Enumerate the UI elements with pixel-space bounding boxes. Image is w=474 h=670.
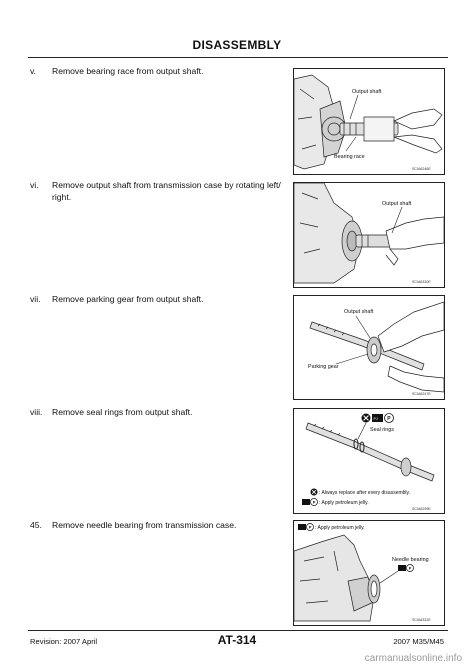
figure-parking-gear-removal: Output shaft Parking gear SCIA6247E [293, 295, 445, 400]
step-text: Remove output shaft from transmission ca… [52, 180, 281, 190]
step-viii: viii. Remove seal rings from output shaft… [30, 407, 292, 419]
figure-id: SCIA6299E [412, 507, 431, 511]
step-text: Remove parking gear from output shaft. [52, 294, 204, 304]
step-number: vii. [30, 294, 41, 304]
leader-line [345, 136, 357, 152]
legend-petroleum-row: P : Apply petroleum jelly. [302, 498, 369, 506]
parking-gear-illustration [366, 336, 382, 364]
needle-bearing-illustration [367, 574, 381, 604]
transmission-case-illustration [294, 183, 363, 284]
label-output-shaft: Output shaft [382, 201, 412, 207]
step-number: vi. [30, 180, 39, 190]
figure-id: SCIA6247E [412, 392, 431, 396]
leader-line [355, 315, 371, 339]
watermark: carmanualsonline.info [364, 653, 462, 664]
petroleum-jelly-icon: PJ P [372, 413, 394, 423]
step-text: Remove needle bearing from transmission … [52, 520, 237, 530]
svg-text:P: P [387, 416, 391, 422]
page-title: DISASSEMBLY [192, 38, 282, 52]
step-v: v. Remove bearing race from output shaft. [30, 66, 292, 78]
step-number: viii. [30, 407, 43, 417]
revision-date: Revision: 2007 April [30, 637, 98, 646]
figure-output-shaft-removal: Output shaft SCIA6330E [293, 182, 445, 288]
svg-text:PJ: PJ [374, 417, 378, 421]
bearing-puller-illustration [363, 108, 443, 154]
step-number: v. [30, 66, 37, 76]
figure-bearing-race-removal: Output shaft Bearing race SCIA6246E [293, 68, 445, 175]
step-45: 45. Remove needle bearing from transmissi… [30, 520, 292, 532]
figure-id: SCIA6330E [412, 280, 431, 284]
header-divider [28, 57, 448, 58]
legend-replace-text: : Always replace after every disassembly… [319, 490, 410, 496]
label-bearing-race: Bearing race [334, 154, 365, 160]
legend-petroleum-text: : Apply petroleum jelly. [319, 500, 369, 506]
hand-illustration [385, 216, 444, 266]
petroleum-jelly-icon: P [398, 564, 414, 572]
svg-text:P: P [313, 500, 316, 505]
leader-line [391, 206, 403, 234]
step-vii: vii. Remove parking gear from output shaf… [30, 294, 292, 306]
step-vi: vi. Remove output shaft from transmission… [30, 180, 292, 203]
footer-divider [28, 630, 448, 631]
step-text: Remove bearing race from output shaft. [52, 66, 204, 76]
label-needle-bearing: Needle bearing [392, 557, 429, 563]
figure-id: SCIA6331E [412, 618, 431, 622]
label-output-shaft: Output shaft [352, 89, 382, 95]
figure-needle-bearing: P : Apply petroleum jelly. P Needle bear… [293, 520, 445, 626]
replace-part-icon [361, 413, 371, 423]
figure-id: SCIA6246E [412, 167, 431, 171]
svg-text:P: P [309, 525, 312, 530]
leader-line [379, 570, 399, 584]
label-output-shaft: Output shaft [344, 309, 374, 315]
step-number: 45. [30, 520, 42, 530]
seal-ring-marks [353, 438, 365, 453]
legend-petroleum-text: : Apply petroleum jelly. [315, 525, 365, 531]
output-shaft-illustration [305, 422, 435, 482]
label-parking-gear: Parking gear [308, 364, 339, 370]
svg-text:P: P [409, 566, 412, 571]
label-seal-rings: Seal rings [370, 427, 394, 433]
legend-replace-row: : Always replace after every disassembly… [310, 488, 410, 496]
leader-line [335, 353, 369, 365]
legend-petroleum-row: P : Apply petroleum jelly. [298, 523, 365, 531]
hand-illustration [377, 301, 444, 393]
transmission-case-illustration [294, 534, 377, 622]
transmission-case-illustration [294, 74, 347, 170]
leader-line [357, 422, 367, 440]
output-shaft-illustration [355, 234, 397, 248]
model-year: 2007 M35/M45 [393, 637, 444, 646]
step-text-continued: right. [52, 191, 72, 202]
leader-line [349, 94, 359, 120]
page-number: AT-314 [217, 633, 257, 647]
step-text: Remove seal rings from output shaft. [52, 407, 193, 417]
figure-seal-rings: PJ P Seal rings : Always replace after e… [293, 408, 445, 514]
